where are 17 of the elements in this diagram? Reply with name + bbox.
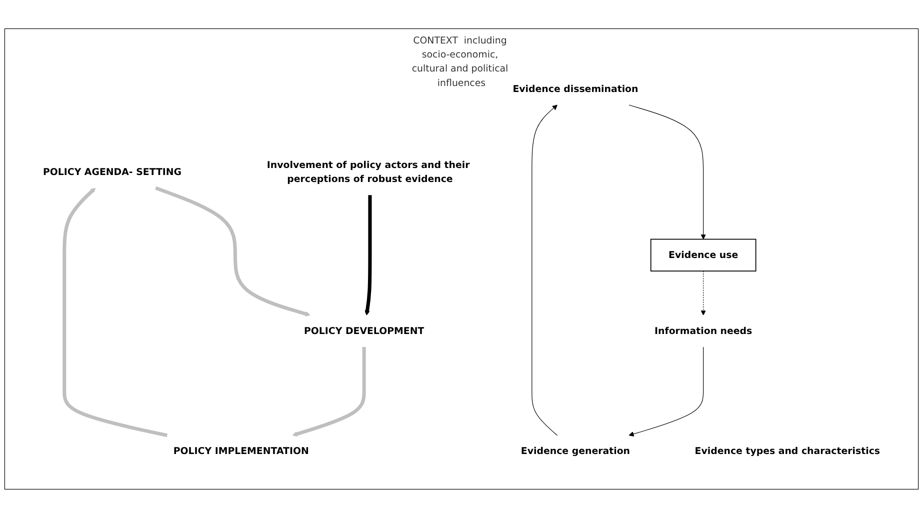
arrow [532, 104, 558, 436]
node-box: Evidence use [650, 238, 756, 272]
arrow [628, 346, 704, 437]
node-text: Evidence dissemination [512, 83, 638, 94]
arrow [628, 104, 706, 240]
node-text: POLICY IMPLEMENTATION [173, 445, 309, 457]
node-text: Involvement of policy actors and their perceptions of robust evidence [266, 159, 470, 184]
arrow [292, 347, 366, 436]
node-text: Evidence generation [520, 445, 630, 457]
arrow [155, 186, 310, 316]
node-text: POLICY AGENDA- SETTING [42, 166, 182, 178]
arrow [700, 270, 706, 316]
node-text: POLICY DEVELOPMENT [304, 325, 424, 336]
node-text: Information needs [654, 325, 752, 336]
arrow [62, 188, 168, 438]
arrow [364, 195, 372, 316]
node-text: Evidence types and characteristics [694, 445, 880, 457]
